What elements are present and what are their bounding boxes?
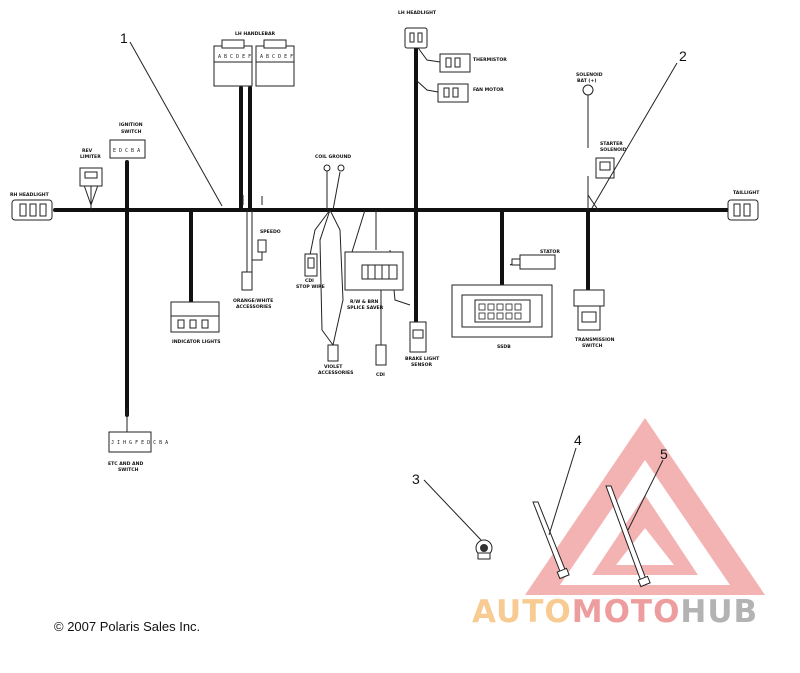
lh-headlight-connector: LH HEADLIGHT bbox=[398, 10, 437, 49]
taillight-connector: TAILLIGHT bbox=[727, 190, 760, 221]
transmission-switch-connector: TRANSMISSION SWITCH bbox=[573, 289, 615, 349]
svg-text:CDI: CDI bbox=[305, 278, 314, 284]
watermark-hub: HUB bbox=[680, 594, 758, 630]
watermark-moto: MOTO bbox=[572, 594, 681, 630]
callout-4: 4 bbox=[574, 432, 582, 448]
callout-5: 5 bbox=[660, 446, 668, 462]
svg-text:BRAKE LIGHT: BRAKE LIGHT bbox=[405, 356, 440, 362]
solenoid-bat-terminal: SOLENOID BAT (+) bbox=[576, 72, 603, 96]
brake-light-sensor-connector: BRAKE LIGHT SENSOR bbox=[405, 321, 440, 368]
orange-white-accessories-connector: ORANGE/WHITE ACCESSORIES bbox=[233, 271, 273, 310]
svg-text:SWITCH: SWITCH bbox=[121, 129, 142, 135]
svg-text:SPLICE SAVER: SPLICE SAVER bbox=[347, 305, 384, 311]
thermistor-connector: THERMISTOR bbox=[439, 53, 507, 73]
cdi-stop-wire-connector: CDI STOP WIRE bbox=[296, 253, 325, 290]
svg-text:VIOLET: VIOLET bbox=[324, 364, 343, 370]
svg-text:SWITCH: SWITCH bbox=[582, 343, 603, 349]
callouts: 1 2 3 4 5 bbox=[120, 30, 687, 541]
stator-connector: STATOR bbox=[511, 249, 560, 270]
svg-text:ACCESSORIES: ACCESSORIES bbox=[318, 370, 353, 376]
rh-headlight-label: RH HEADLIGHT bbox=[10, 192, 50, 198]
violet-accessories-connector: VIOLET ACCESSORIES bbox=[318, 344, 353, 376]
svg-text:BAT (+): BAT (+) bbox=[577, 78, 596, 84]
taillight-label: TAILLIGHT bbox=[733, 190, 760, 196]
lh-handlebar-pins-right: A B C D E F bbox=[260, 54, 293, 60]
lh-handlebar-label: LH HANDLEBAR bbox=[235, 31, 276, 37]
rev-limiter-label: REV bbox=[82, 148, 93, 154]
watermark-logo: AUTOMOTOHUB bbox=[472, 418, 765, 630]
lh-handlebar-pins-left: A B C D E F bbox=[218, 54, 251, 60]
part-4-cable-tie bbox=[532, 501, 570, 580]
fan-motor-label: FAN MOTOR bbox=[473, 87, 504, 93]
svg-text:R/W & BRN: R/W & BRN bbox=[350, 299, 379, 305]
ignition-switch-pins: E D C B A bbox=[113, 148, 140, 154]
ssdb-label: SSDB bbox=[497, 344, 511, 350]
watermark-auto: AUTO bbox=[472, 594, 572, 630]
callout-1: 1 bbox=[120, 30, 128, 46]
callout-3: 3 bbox=[412, 471, 420, 487]
splice-saver-connector: R/W & BRN SPLICE SAVER bbox=[344, 251, 404, 311]
speedo-connector: SPEEDO bbox=[257, 229, 281, 253]
part-5-cable-tie bbox=[605, 485, 651, 588]
cdi-connector: CDI bbox=[375, 344, 387, 378]
lh-headlight-label: LH HEADLIGHT bbox=[398, 10, 437, 16]
rh-headlight-connector: RH HEADLIGHT bbox=[10, 192, 53, 221]
svg-text:SENSOR: SENSOR bbox=[411, 362, 433, 368]
svg-text:SWITCH: SWITCH bbox=[118, 467, 139, 473]
thermistor-label: THERMISTOR bbox=[473, 57, 507, 63]
part-3-grommet bbox=[475, 539, 493, 560]
speedo-label: SPEEDO bbox=[260, 229, 281, 235]
svg-text:TRANSMISSION: TRANSMISSION bbox=[575, 337, 615, 343]
svg-text:STARTER: STARTER bbox=[600, 141, 623, 147]
ssdb-connector: SSDB bbox=[451, 284, 553, 350]
svg-text:STOP WIRE: STOP WIRE bbox=[296, 284, 325, 290]
svg-text:ACCESSORIES: ACCESSORIES bbox=[236, 304, 271, 310]
coil-ground-label: COIL GROUND bbox=[315, 154, 351, 160]
indicator-lights-label: INDICATOR LIGHTS bbox=[172, 339, 221, 345]
copyright-notice: © 2007 Polaris Sales Inc. bbox=[54, 619, 200, 634]
stator-label: STATOR bbox=[540, 249, 560, 255]
svg-text:SOLENOID: SOLENOID bbox=[600, 147, 627, 153]
starter-solenoid-connector: STARTER SOLENOID bbox=[595, 141, 627, 179]
lh-handlebar-connectors: A B C D E F A B C D E F LH HANDLEBAR bbox=[213, 31, 295, 87]
svg-text:LIMITER: LIMITER bbox=[80, 154, 101, 160]
main-harness bbox=[53, 44, 730, 432]
etc-pins: J I H G F E D C B A bbox=[111, 440, 168, 446]
svg-text:AUTOMOTOHUB: AUTOMOTOHUB bbox=[472, 594, 758, 630]
ignition-switch-connector: E D C B A IGNITION SWITCH bbox=[109, 122, 146, 159]
fan-motor-connector: FAN MOTOR bbox=[437, 83, 504, 103]
callout-2: 2 bbox=[679, 48, 687, 64]
coil-ground-terminals: COIL GROUND bbox=[315, 154, 351, 172]
indicator-lights-connector: INDICATOR LIGHTS bbox=[170, 301, 221, 345]
svg-text:ORANGE/WHITE: ORANGE/WHITE bbox=[233, 298, 273, 304]
cdi-label: CDI bbox=[376, 372, 385, 378]
svg-text:SOLENOID: SOLENOID bbox=[576, 72, 603, 78]
svg-text:ETC AND AND: ETC AND AND bbox=[108, 461, 143, 467]
ignition-switch-label: IGNITION bbox=[119, 122, 143, 128]
etc-and-switch-connector: J I H G F E D C B A ETC AND AND SWITCH bbox=[108, 431, 168, 473]
rev-limiter-connector: REV LIMITER bbox=[79, 148, 103, 187]
